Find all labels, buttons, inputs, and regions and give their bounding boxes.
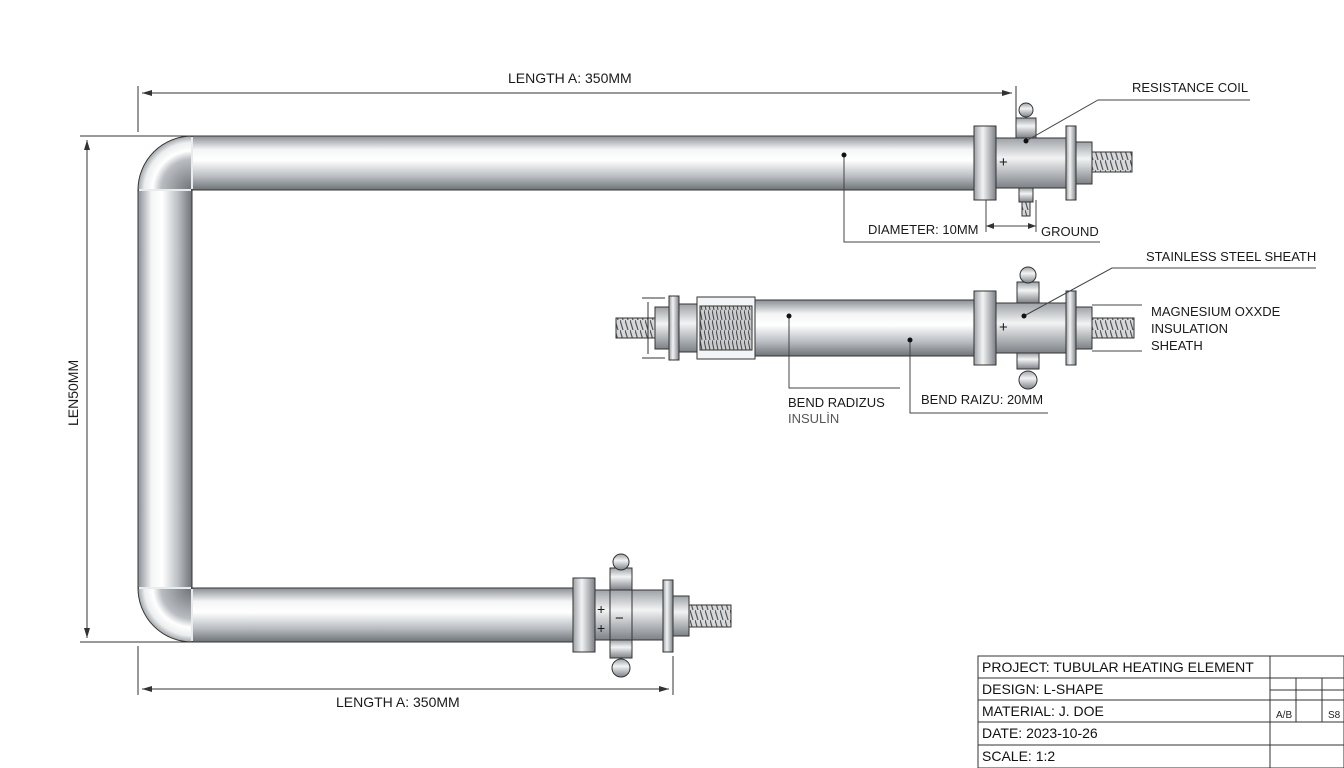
title-block-scale: SCALE: 1:2	[982, 748, 1056, 764]
bend-radius-label-2: INSULİN	[788, 411, 840, 426]
stainless-steel-sheath-label: STAINLESS STEEL SHEATH	[1146, 249, 1317, 264]
resistance-coil-label: RESISTANCE COIL	[1132, 80, 1249, 95]
diameter-arrows	[986, 223, 1036, 229]
plus-mark-top: +	[999, 154, 1008, 171]
diameter-label: DIAMETER: 10MM	[868, 222, 979, 237]
plus-mark-detail: +	[999, 319, 1008, 336]
bottom-length-label: LENGTH A: 350MM	[336, 694, 460, 710]
title-block-cell-a: A/B	[1276, 710, 1293, 721]
title-block-project: PROJECT: TUBULAR HEATING ELEMENT	[982, 659, 1254, 675]
title-block: PROJECT: TUBULAR HEATING ELEMENT DESIGN:…	[978, 656, 1344, 768]
title-block-date: DATE: 2023-10-26	[982, 725, 1098, 741]
plus-mark-bottom-1: +	[597, 601, 606, 617]
title-block-design: DESIGN: L-SHAPE	[982, 681, 1104, 697]
top-terminal-assembly	[973, 102, 1133, 217]
dimension-lines	[80, 86, 1017, 695]
u-shaped-tube	[137, 135, 983, 643]
bottom-terminal-assembly	[572, 553, 732, 678]
magnesium-oxide-label-3: SHEATH	[1151, 338, 1203, 353]
title-block-grid	[977, 655, 1344, 768]
leader-lines	[788, 99, 1316, 414]
dimension-arrows	[84, 90, 1012, 692]
minus-mark-bottom: −	[615, 610, 624, 627]
leader-dots	[786, 138, 1029, 343]
title-block-material: MATERIAL: J. DOE	[982, 703, 1104, 719]
bend-radius-label-1: BEND RADIZUS	[788, 395, 885, 410]
title-block-cell-b: S8	[1328, 710, 1341, 721]
vertical-length-label: LEN50MM	[65, 359, 81, 426]
bend-raizu-label: BEND RAIZU: 20MM	[921, 392, 1044, 407]
plus-mark-bottom-2: +	[597, 620, 606, 636]
ground-label: GROUND	[1041, 224, 1099, 239]
magnesium-oxide-label-1: MAGNESIUM OXXDE	[1151, 304, 1281, 319]
top-length-label: LENGTH A: 350MM	[508, 70, 632, 86]
detail-section-tube	[615, 266, 1135, 390]
magnesium-oxide-label-2: INSULATION	[1151, 321, 1229, 336]
